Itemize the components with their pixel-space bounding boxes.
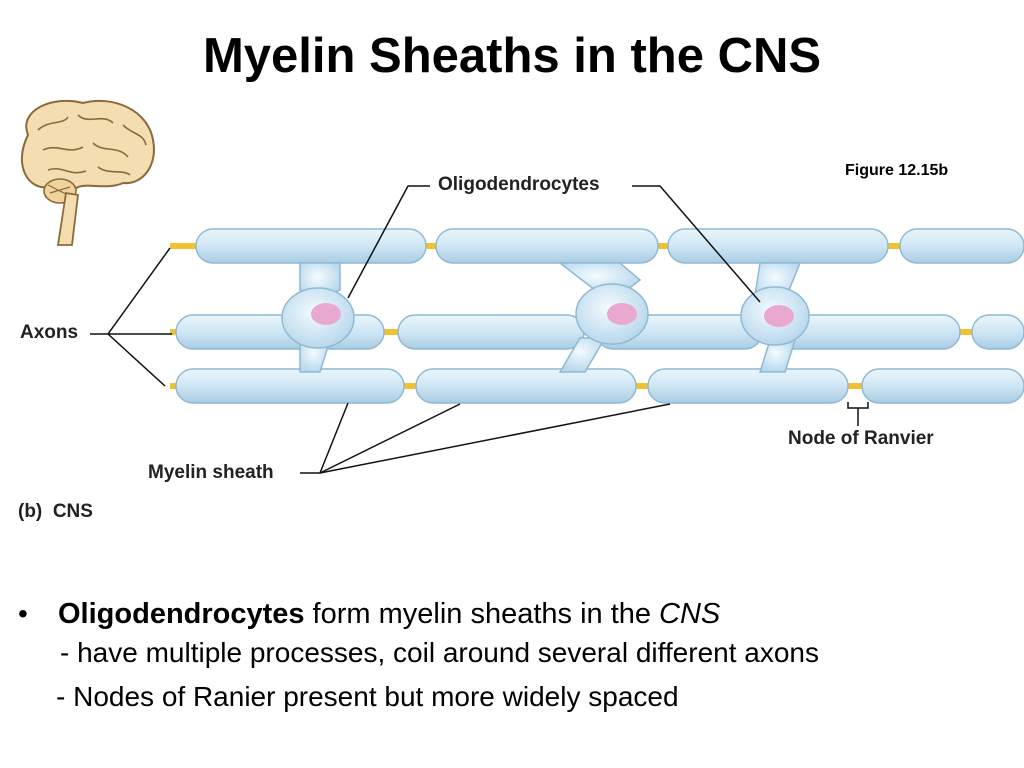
page-title: Myelin Sheaths in the CNS (202, 29, 822, 83)
node-of-ranvier-label: Node of Ranvier (788, 428, 934, 449)
brain-icon (20, 99, 155, 246)
leader-lines (90, 185, 869, 474)
bullet-list: • Oligodendrocytes form myelin sheaths i… (18, 598, 1018, 713)
bullet-main: • Oligodendrocytes form myelin sheaths i… (18, 598, 1018, 631)
oligodendrocyte-cells (281, 283, 810, 349)
myelin-sheath-segments (175, 228, 1024, 404)
bullet-dot: • (18, 598, 28, 629)
bullet-sub-2: - Nodes of Ranier present but more widel… (56, 681, 679, 712)
axons-label: Axons (20, 322, 79, 343)
myelin-diagram (90, 185, 1024, 474)
myelin-sheath-label: Myelin sheath (148, 462, 274, 483)
bullet-main-italic: CNS (659, 598, 721, 630)
oligodendrocytes-label: Oligodendrocytes (438, 174, 600, 195)
bullet-sub-1: - have multiple processes, coil around s… (60, 637, 819, 668)
bullet-main-bold: Oligodendrocytes (58, 598, 305, 630)
bullet-main-text: form myelin sheaths in the (312, 598, 652, 630)
panel-label: (b) CNS (18, 501, 93, 522)
figure-reference: Figure 12.15b (845, 162, 949, 179)
